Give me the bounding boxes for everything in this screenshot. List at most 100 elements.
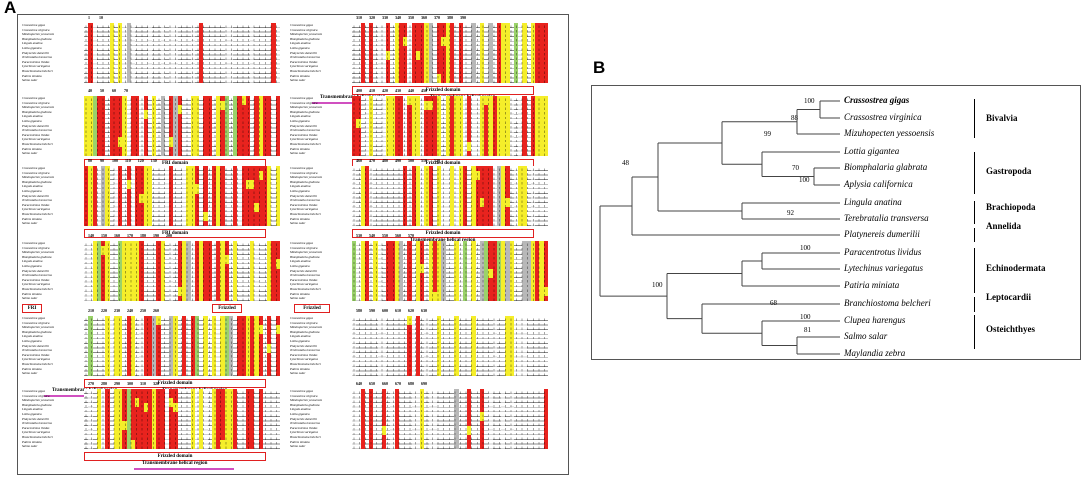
conserved-column	[203, 166, 208, 226]
text-column	[390, 166, 395, 226]
sequence-columns	[84, 23, 280, 83]
mismatch-cell	[250, 179, 255, 189]
gray-column	[475, 96, 480, 156]
species-name: Lytechinus variegatus	[290, 357, 318, 362]
conserved-column	[220, 389, 225, 449]
species-name: Lingula anatina	[290, 114, 311, 119]
transmembrane-label: Transmembrane helical region	[410, 238, 475, 243]
text-column	[398, 166, 404, 226]
gray-column	[415, 389, 421, 449]
text-column	[518, 241, 523, 301]
bootstrap-value: 92	[787, 209, 794, 217]
mismatch-cell	[177, 105, 183, 115]
text-column	[207, 166, 212, 226]
gray-column	[84, 241, 89, 301]
text-column	[509, 166, 514, 226]
text-column	[428, 316, 433, 376]
species-name: Biomphalaria glabrata	[290, 402, 320, 407]
species-name: Mizuhopecten yessoensis	[22, 250, 54, 255]
conserved-column	[428, 23, 434, 83]
taxon-label: Lytechinus variegatus	[844, 263, 923, 273]
conserved-column	[258, 389, 264, 449]
conserved-column	[424, 166, 429, 226]
conserved-column	[245, 316, 251, 376]
conserved-column	[118, 96, 123, 156]
text-column	[441, 389, 446, 449]
text-column	[484, 316, 489, 376]
conserved-column	[135, 241, 140, 301]
species-name: Terebratalia transversa	[290, 198, 320, 203]
text-column	[113, 23, 119, 83]
conserved-column	[360, 389, 366, 449]
text-column	[445, 241, 450, 301]
text-column	[271, 389, 276, 449]
conserved-column	[177, 96, 183, 156]
species-name: Salmo salar	[22, 78, 38, 83]
conserved-column	[160, 389, 166, 449]
text-column	[156, 96, 161, 156]
conserved-column	[228, 316, 234, 376]
tree-branches	[599, 100, 840, 355]
taxon-label: Paracentrotus lividus	[844, 247, 922, 257]
text-column	[262, 241, 268, 301]
conserved-column	[143, 316, 149, 376]
text-column	[92, 389, 97, 449]
species-name: Crassostrea virginica	[290, 320, 318, 325]
conserved-column	[203, 96, 208, 156]
mismatch-cell	[169, 398, 174, 408]
species-name: Patiria miniata	[22, 73, 42, 78]
gray-column	[224, 23, 229, 83]
gray-column	[492, 166, 497, 226]
gray-column	[190, 23, 195, 83]
conserved-column	[245, 166, 251, 226]
text-column	[245, 241, 251, 301]
text-column	[84, 316, 89, 376]
mismatch-cell	[241, 96, 247, 106]
gray-column	[190, 241, 195, 301]
conserved-column	[441, 23, 447, 83]
species-name: Salmo salar	[290, 371, 306, 376]
clade-bracket	[974, 297, 975, 312]
gray-column	[356, 389, 361, 449]
conserved-column	[182, 241, 187, 301]
gray-column	[164, 166, 170, 226]
domain-annotation: Frizzled domain	[84, 451, 266, 461]
conserved-column	[122, 389, 127, 449]
species-name: Lottia gigantea	[290, 118, 310, 123]
text-column	[475, 389, 480, 449]
clade-name: Bivalvia	[986, 113, 1018, 123]
conserved-column	[139, 389, 144, 449]
gray-column	[139, 96, 144, 156]
species-name: Branchiostoma belcheri	[290, 286, 321, 291]
conserved-column	[437, 316, 442, 376]
conserved-column	[262, 96, 268, 156]
gray-column	[237, 166, 242, 226]
conserved-column	[169, 316, 174, 376]
conserved-column	[518, 166, 523, 226]
text-column	[228, 241, 234, 301]
mismatch-cell	[143, 109, 149, 119]
conserved-column	[428, 166, 434, 226]
text-column	[543, 316, 548, 376]
text-column	[496, 389, 502, 449]
conserved-column	[254, 316, 259, 376]
mismatch-cell	[543, 287, 549, 297]
conserved-column	[539, 241, 545, 301]
conserved-column	[462, 241, 468, 301]
position-numbers: 140 150 160 170 180 190 200	[88, 233, 172, 238]
text-column	[267, 23, 272, 83]
gray-column	[122, 23, 127, 83]
conserved-column	[492, 96, 498, 156]
species-name: Biomphalaria glabrata	[290, 36, 320, 41]
gray-column	[169, 241, 174, 301]
domain-annotation: Frizzled	[294, 303, 330, 313]
conserved-column	[118, 23, 123, 83]
conserved-column	[250, 316, 255, 376]
panel-a-label: A	[4, 0, 17, 17]
conserved-column	[501, 241, 506, 301]
mismatch-cell	[505, 198, 510, 208]
taxon-label: Crassostrea gigas	[844, 95, 910, 105]
gray-column	[488, 389, 493, 449]
